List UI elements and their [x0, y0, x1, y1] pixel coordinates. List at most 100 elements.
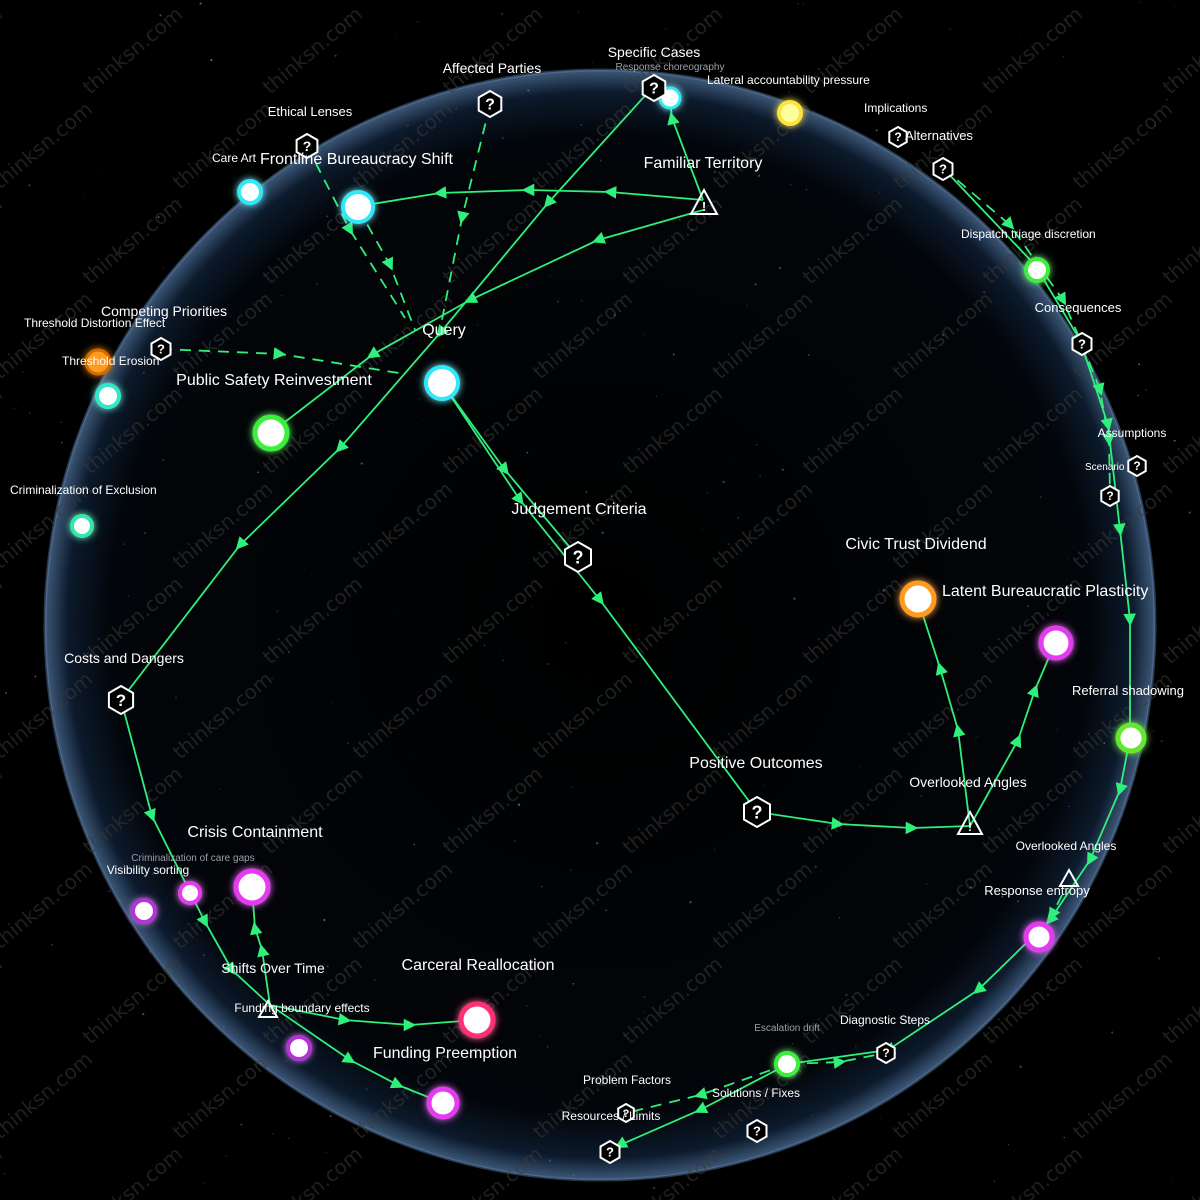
star: [748, 102, 750, 105]
label-care-gaps: Criminalization of care gaps: [131, 853, 254, 864]
label-familiar-territory: Familiar Territory: [644, 155, 763, 172]
star: [859, 766, 861, 768]
star: [354, 246, 356, 247]
star: [202, 44, 203, 46]
node-carceral-reallocation[interactable]: [458, 1001, 496, 1039]
star: [396, 32, 398, 34]
question-hex-icon[interactable]: ?: [107, 684, 135, 716]
node-referral-shadowing[interactable]: [1115, 722, 1147, 754]
node-funding-preemption[interactable]: [426, 1086, 460, 1120]
label-implications: Implications: [864, 101, 927, 115]
star: [556, 300, 559, 303]
question-hex-icon[interactable]: ?: [888, 125, 908, 149]
node-care-gaps[interactable]: [178, 881, 202, 905]
star: [1145, 389, 1147, 391]
star: [605, 909, 607, 912]
star: [531, 659, 533, 660]
question-hex-icon[interactable]: ?: [641, 73, 667, 103]
star: [613, 314, 616, 317]
node-funding-boundary[interactable]: [286, 1035, 312, 1061]
star: [976, 736, 979, 738]
star: [1153, 730, 1155, 732]
node-threshold-erosion[interactable]: [84, 348, 112, 376]
label-civic-trust: Civic Trust Dividend: [845, 536, 986, 553]
node-care-art[interactable]: [237, 179, 263, 205]
question-hex-icon[interactable]: ?: [1127, 454, 1147, 478]
hex-outline: [743, 795, 771, 829]
star: [996, 720, 998, 722]
star: [788, 1048, 790, 1050]
star: [13, 407, 15, 410]
question-hex-icon[interactable]: ?: [564, 540, 592, 574]
star: [186, 717, 187, 719]
node-crisis-containment[interactable]: [233, 868, 271, 906]
question-hex-icon[interactable]: ?: [295, 132, 319, 160]
star: [210, 58, 213, 62]
star: [290, 625, 293, 628]
node-response-entropy[interactable]: [1023, 921, 1055, 953]
star: [878, 589, 880, 592]
node-latent-plasticity[interactable]: [899, 580, 937, 618]
star: [134, 393, 136, 395]
star: [1040, 496, 1042, 498]
watermark-text: thinksn.com: [0, 192, 7, 289]
node-query[interactable]: [424, 365, 460, 401]
star: [280, 294, 283, 297]
star: [353, 1197, 354, 1199]
star: [60, 421, 62, 423]
star: [393, 612, 394, 613]
question-hex-icon[interactable]: ?: [599, 1139, 621, 1165]
node-threshold-distortion[interactable]: [95, 383, 121, 409]
star: [601, 531, 604, 534]
star: [162, 458, 165, 462]
question-hex-icon[interactable]: ?: [1071, 331, 1093, 357]
star: [757, 174, 761, 177]
question-hex-icon[interactable]: ?: [746, 1118, 768, 1144]
watermark-text: thinksn.com: [1158, 952, 1200, 1049]
star: [303, 568, 305, 570]
question-hex-icon[interactable]: ?: [150, 336, 172, 362]
label-assumptions: Assumptions: [1098, 426, 1167, 440]
label-consequences: Consequences: [1035, 300, 1122, 315]
node-criminalization-exclusion[interactable]: [70, 514, 94, 538]
star: [28, 184, 31, 187]
question-hex-icon[interactable]: ?: [477, 89, 503, 119]
star: [240, 1123, 243, 1126]
star: [995, 213, 997, 215]
star: [419, 1055, 421, 1058]
star: [374, 979, 376, 982]
node-visibility-sorting[interactable]: [131, 898, 157, 924]
star: [689, 901, 692, 904]
node-dispatch-triage[interactable]: [1024, 257, 1050, 283]
star: [527, 89, 530, 92]
warning-icon[interactable]: [257, 998, 279, 1018]
star: [127, 595, 130, 597]
star: [1090, 903, 1092, 905]
star: [114, 253, 118, 256]
star: [554, 187, 557, 189]
question-hex-icon[interactable]: ?: [743, 795, 771, 829]
star: [162, 267, 164, 270]
star: [993, 1180, 996, 1183]
star: [664, 28, 667, 30]
star: [271, 677, 273, 680]
node-referral-target[interactable]: [1038, 625, 1074, 661]
node-escalation-drift[interactable]: [774, 1051, 800, 1077]
question-hex-icon[interactable]: ?: [1100, 484, 1120, 508]
node-frontline-shift[interactable]: [341, 190, 375, 224]
node-public-safety[interactable]: [252, 414, 290, 452]
star: [315, 283, 318, 285]
question-mark-icon: ?: [303, 138, 312, 154]
star: [203, 1182, 206, 1184]
watermark-text: thinksn.com: [0, 2, 7, 99]
question-hex-icon[interactable]: ?: [932, 156, 954, 182]
question-hex-icon[interactable]: ?: [617, 1102, 635, 1124]
node-lateral-accountability[interactable]: [777, 100, 803, 126]
warning-icon[interactable]: !: [689, 187, 719, 215]
star: [802, 3, 804, 4]
question-hex-icon[interactable]: ?: [876, 1041, 896, 1065]
warning-icon[interactable]: !: [956, 809, 984, 835]
star: [1056, 154, 1058, 156]
star: [3, 1173, 6, 1175]
warning-icon[interactable]: [1058, 867, 1080, 887]
